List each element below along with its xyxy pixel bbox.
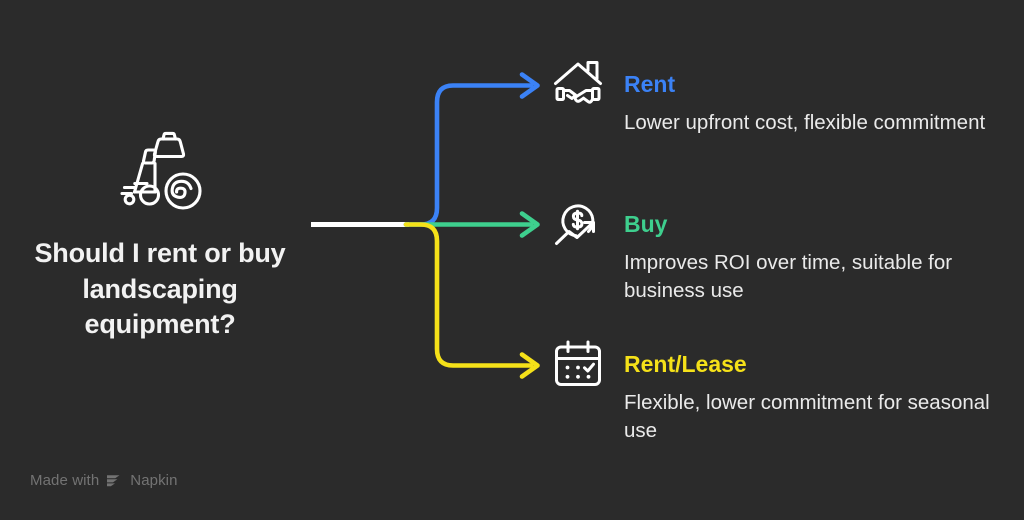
house-handshake-icon [554, 61, 602, 104]
root-node: Should I rent or buy landscaping equipme… [14, 130, 306, 343]
napkin-logo-icon [107, 475, 120, 487]
watermark-prefix: Made with [30, 472, 100, 489]
branch-buy-description: Improves ROI over time, suitable for bus… [624, 251, 953, 303]
arrowhead-rent [519, 72, 540, 99]
branch-buy[interactable]: Buy Improves ROI over time, suitable for… [552, 198, 1010, 306]
calendar-check-icon [555, 340, 601, 386]
branch-rent-header: Rent [552, 58, 1010, 112]
connector-lease [403, 222, 534, 368]
branch-lease-label: Rent/Lease [624, 351, 747, 377]
branch-buy-label: Buy [624, 211, 668, 237]
branch-lease-header: Rent/Lease [552, 338, 1010, 392]
branch-rent[interactable]: Rent Lower upfront cost, flexible commit… [552, 58, 1010, 137]
watermark[interactable]: Made with Napkin [30, 472, 178, 489]
branch-lease-description: Flexible, lower commitment for seasonal … [624, 391, 990, 443]
page-title: Should I rent or buy landscaping equipme… [34, 238, 286, 340]
lawn-mower-icon [120, 131, 202, 210]
branch-buy-header: Buy [552, 198, 1010, 252]
branch-lease[interactable]: Rent/Lease Flexible, lower commitment fo… [552, 338, 1010, 446]
connector-rent [403, 83, 534, 227]
branch-rent-description: Lower upfront cost, flexible commitment [624, 111, 986, 134]
watermark-brand: Napkin [130, 472, 178, 489]
dollar-growth-icon [555, 204, 595, 245]
arrowhead-buy [519, 211, 540, 238]
branch-rent-label: Rent [624, 71, 676, 97]
arrowhead-lease [519, 352, 540, 379]
